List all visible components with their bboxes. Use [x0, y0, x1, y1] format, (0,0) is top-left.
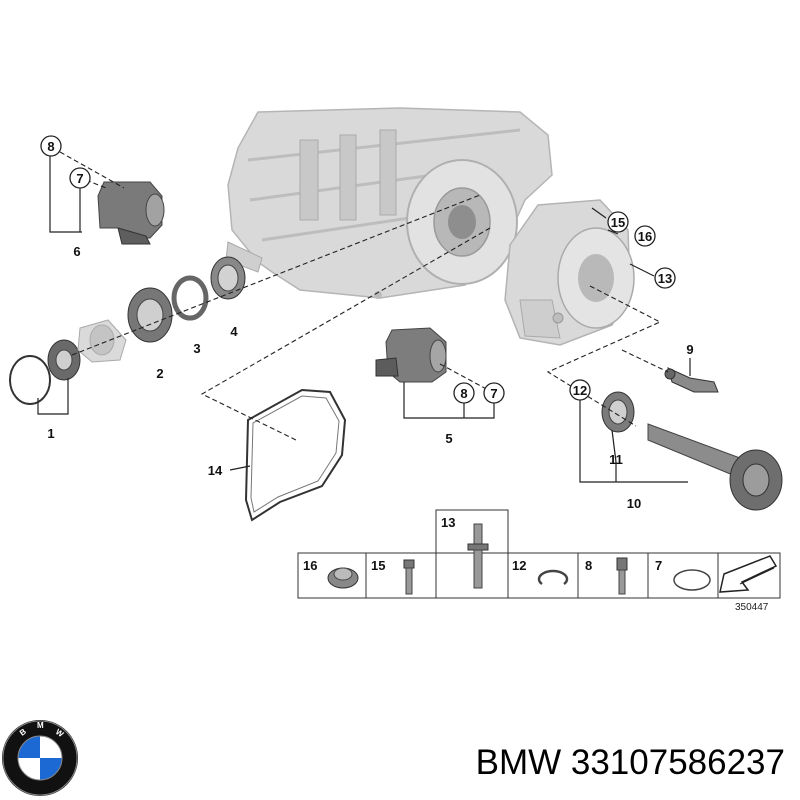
part-caption: BMW 33107586237 — [476, 743, 785, 782]
callout-7-top-label: 7 — [76, 171, 83, 186]
callout-7-mid-label: 7 — [490, 386, 497, 401]
legend-num-16: 16 — [303, 558, 317, 573]
svg-text:M: M — [37, 721, 44, 730]
diagram-reference-number: 350447 — [735, 602, 769, 613]
direction-arrow-icon — [719, 555, 778, 593]
part-2-seal — [127, 287, 173, 343]
small-parts-legend: 16 15 13 12 8 7 — [297, 509, 781, 613]
callout-5-label: 5 — [445, 431, 452, 446]
part-3-ring — [171, 275, 209, 321]
callout-8-mid: 8 — [453, 382, 475, 404]
part-11-seal — [601, 391, 635, 433]
legend-num-13: 13 — [441, 515, 455, 530]
legend-num-7: 7 — [655, 558, 662, 573]
part-10-flange-shaft — [647, 423, 783, 511]
legend-num-15: 15 — [371, 558, 385, 573]
callout-4-label: 4 — [230, 324, 238, 339]
part-9-sensor — [664, 367, 719, 393]
part-5-sensor-housing — [375, 327, 447, 383]
callout-13-top: 13 — [654, 267, 676, 289]
callout-15: 15 — [607, 211, 629, 233]
callout-7-top: 7 — [69, 167, 91, 189]
part-6-sensor-housing — [97, 181, 165, 245]
part-1-ring-and-seal — [9, 339, 81, 405]
callout-7-mid: 7 — [483, 382, 505, 404]
callout-10-label: 10 — [627, 496, 641, 511]
callout-1-label: 1 — [47, 426, 54, 441]
part-14-gasket — [244, 388, 347, 522]
callout-16: 16 — [634, 225, 656, 247]
part-4-seal — [210, 256, 246, 300]
callout-11-label: 11 — [609, 452, 623, 467]
callout-16-label: 16 — [638, 229, 652, 244]
differential-housing — [225, 107, 553, 299]
callout-3-label: 3 — [193, 341, 200, 356]
part-bearing-bush — [77, 319, 127, 363]
callout-6-label: 6 — [73, 244, 80, 259]
rear-cover-housing — [504, 199, 635, 346]
circlip-icon — [537, 569, 569, 586]
legend-num-12: 12 — [512, 558, 526, 573]
callout-12-label: 12 — [573, 383, 587, 398]
collar-nut-icon — [327, 567, 359, 589]
callout-13-top-label: 13 — [658, 271, 672, 286]
callout-15-label: 15 — [611, 215, 625, 230]
legend-num-8: 8 — [585, 558, 592, 573]
callout-8-top-label: 8 — [47, 139, 54, 154]
stud-bolt-icon — [467, 523, 489, 589]
hex-bolt-icon — [403, 559, 415, 595]
callout-2-label: 2 — [156, 366, 163, 381]
leader-lines — [37, 151, 691, 483]
callout-14-label: 14 — [208, 463, 223, 478]
callout-9-label: 9 — [686, 342, 693, 357]
bmw-roundel-logo: B M W — [2, 720, 78, 796]
callout-8-top: 8 — [40, 135, 62, 157]
callout-8-mid-label: 8 — [460, 386, 467, 401]
o-ring-icon — [673, 569, 711, 591]
svg-text:W: W — [54, 727, 66, 739]
callout-12: 12 — [569, 379, 591, 401]
socket-screw-icon — [616, 557, 628, 595]
svg-text:B: B — [18, 727, 28, 738]
